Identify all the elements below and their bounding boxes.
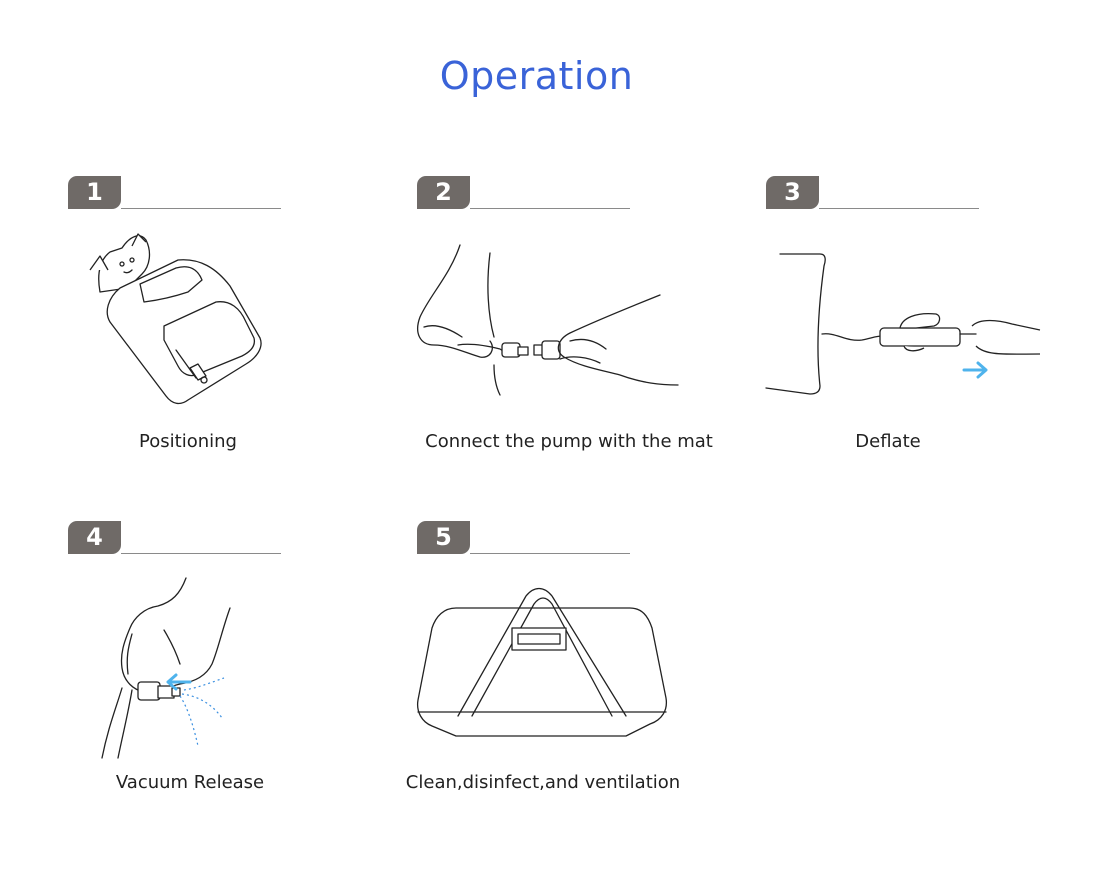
divider (470, 553, 630, 554)
step-caption: Vacuum Release (115, 772, 265, 793)
page-title: Operation (439, 54, 634, 98)
baby-in-vacuum-mat-icon (80, 230, 270, 414)
hand-pump-deflating-icon (765, 250, 1046, 404)
step-caption: Deflate (855, 431, 921, 452)
step-number-badge: 5 (417, 521, 470, 554)
step-caption: Clean,disinfect,and ventilation (405, 772, 681, 793)
step-number-badge: 3 (766, 176, 819, 209)
hand-releasing-valve-icon (98, 577, 238, 767)
storage-bag-icon (416, 587, 672, 744)
divider (121, 208, 281, 209)
step-caption: Connect the pump with the mat (425, 431, 713, 452)
divider (121, 553, 281, 554)
step-number-badge: 1 (68, 176, 121, 209)
hands-connecting-pump-icon (410, 244, 680, 399)
divider (819, 208, 979, 209)
step-number-badge: 2 (417, 176, 470, 209)
divider (470, 208, 630, 209)
step-caption: Positioning (139, 431, 237, 452)
step-number-badge: 4 (68, 521, 121, 554)
